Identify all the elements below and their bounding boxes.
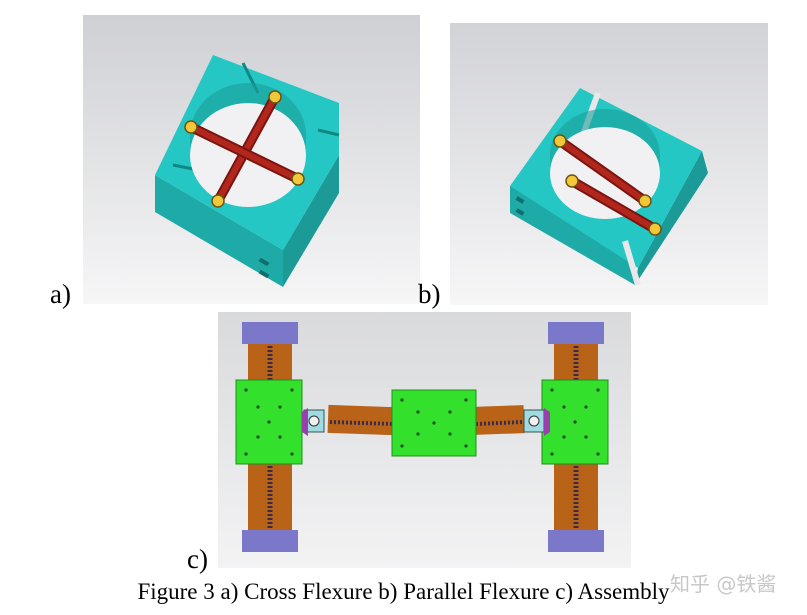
- panel-label-c: c): [187, 544, 208, 574]
- parallel-flexure-drawing: [450, 23, 768, 305]
- assembly-drawing: [218, 312, 631, 568]
- panel-label-a: a): [50, 279, 71, 309]
- assembly-render: [218, 312, 631, 568]
- figure-caption: Figure 3 a) Cross Flexure b) Parallel Fl…: [137, 579, 670, 604]
- parallel-flexure-render: [450, 23, 768, 305]
- watermark: 知乎 @铁酱: [670, 572, 777, 596]
- cross-flexure-render: [83, 15, 420, 304]
- cross-flexure-drawing: [83, 15, 420, 304]
- panel-label-b: b): [418, 279, 441, 309]
